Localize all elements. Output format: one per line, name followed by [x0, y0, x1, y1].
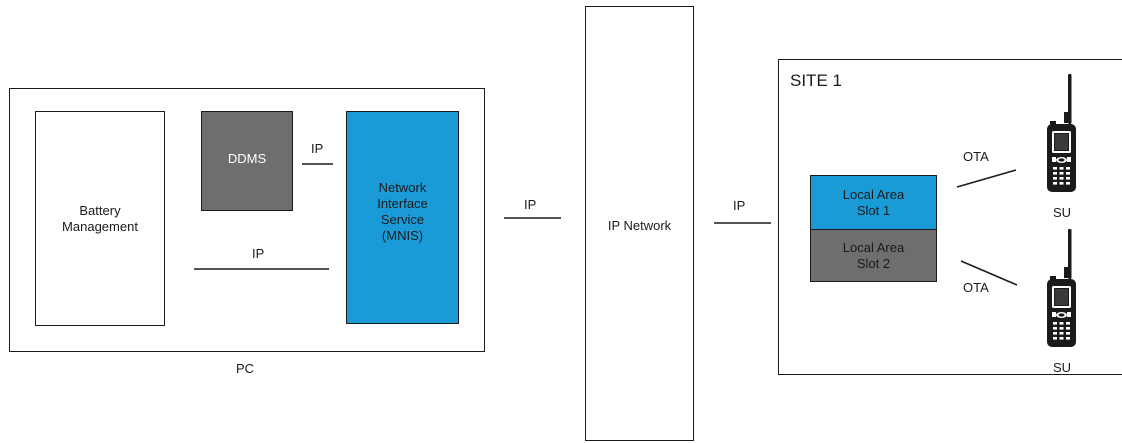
ota-label-bottom: OTA — [963, 280, 989, 295]
radio-handset-icon — [1047, 229, 1076, 347]
su-label-top: SU — [1053, 205, 1072, 220]
ip-network-box: IP Network — [585, 6, 694, 441]
pc-label: PC — [236, 361, 255, 376]
slot2-label: Local Area Slot 2 — [842, 239, 905, 271]
ip-label-network-site: IP — [733, 198, 746, 213]
su-label-bottom: SU — [1053, 360, 1072, 375]
ota-label-top: OTA — [963, 149, 989, 164]
battery-management-label: Battery Management — [62, 202, 138, 234]
slot1-box: Local Area Slot 1 — [810, 175, 937, 230]
ip-label-ddms-mnis: IP — [311, 141, 324, 156]
slot2-box: Local Area Slot 2 — [810, 229, 937, 282]
mnis-box: Network Interface Service (MNIS) — [346, 111, 459, 324]
ota-link-top — [956, 169, 1017, 188]
slot1-label: Local Area Slot 1 — [842, 186, 905, 218]
ip-label-battery-mnis: IP — [252, 246, 265, 261]
ip-network-label: IP Network — [607, 217, 672, 233]
site-title: SITE 1 — [790, 71, 842, 90]
ip-label-pc-network: IP — [524, 197, 537, 212]
site-container — [778, 59, 1122, 375]
mnis-label: Network Interface Service (MNIS) — [377, 180, 428, 243]
ota-link-bottom — [960, 260, 1018, 286]
ddms-label: DDMS — [227, 151, 267, 166]
radio-handset-icon — [1047, 74, 1076, 192]
pc-container — [9, 88, 485, 352]
ddms-box: DDMS — [201, 111, 293, 211]
battery-management-box: Battery Management — [35, 111, 165, 326]
